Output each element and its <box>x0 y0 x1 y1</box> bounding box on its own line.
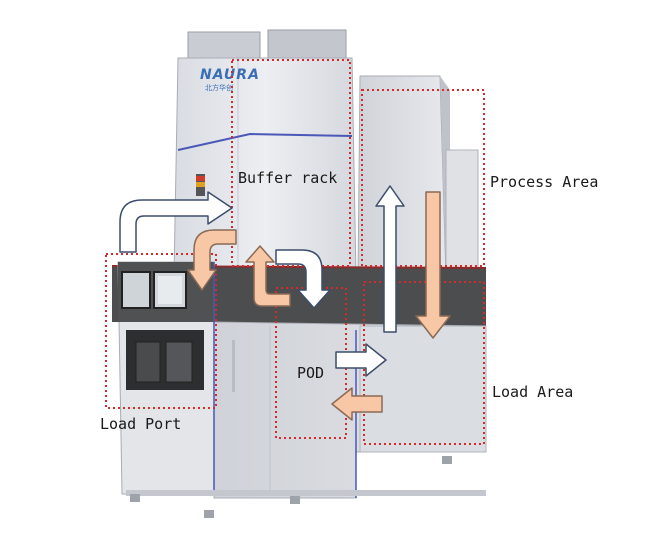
signal-lamp-red <box>196 176 205 181</box>
load-port-region <box>105 253 217 409</box>
machine-illustration <box>111 29 487 518</box>
screen-right-glare <box>158 276 182 304</box>
tower-blue-trim <box>177 132 353 151</box>
peach-arrow-to-loadport <box>187 229 237 291</box>
machine-base <box>126 490 486 496</box>
peach-arrow-down-load <box>415 191 451 339</box>
label-process-area: Process Area <box>490 173 599 191</box>
white-arrow-pod-to-load <box>335 343 387 377</box>
lower-right-cabinet <box>359 325 487 453</box>
label-load-port: Load Port <box>100 415 182 433</box>
pod-right <box>165 341 193 383</box>
process-area-region <box>361 89 485 267</box>
signal-lamp-amber <box>196 182 205 187</box>
process-back-unit <box>445 149 479 279</box>
buffer-rack-region <box>231 59 351 267</box>
foot-2 <box>204 510 214 518</box>
top-fan-unit-right <box>267 29 347 61</box>
white-arrow-up-process <box>375 185 405 333</box>
lower-panel-handle <box>232 340 235 392</box>
screen-left <box>121 271 151 309</box>
foot-3 <box>290 496 300 504</box>
label-buffer-rack: Buffer rack <box>238 169 338 187</box>
pod-left <box>135 341 161 383</box>
brand-logo: NAURA <box>200 67 260 83</box>
top-fan-unit-left <box>187 31 261 61</box>
flow-arrows <box>119 185 451 421</box>
label-pod: POD <box>297 364 325 382</box>
peach-arrow-load-to-pod <box>331 387 383 421</box>
peach-arrow-pod-to-buffer <box>245 245 291 307</box>
load-area-region <box>363 281 485 445</box>
brand-logo-subtext: 北方华创 <box>205 83 233 92</box>
white-arrow-to-buffer <box>119 191 233 253</box>
foot-1 <box>130 494 140 502</box>
label-load-area: Load Area <box>492 383 574 401</box>
foot-4 <box>442 456 452 464</box>
white-arrow-buffer-to-pod <box>275 249 331 309</box>
